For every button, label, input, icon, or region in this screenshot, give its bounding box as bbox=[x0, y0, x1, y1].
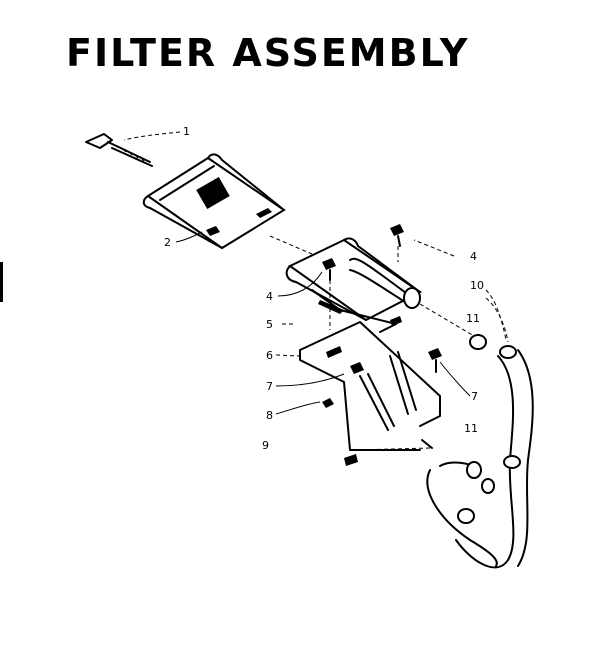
callout-5: 5 bbox=[266, 318, 273, 331]
callout-9: 9 bbox=[262, 439, 269, 452]
part-6-mounting-bracket bbox=[299, 316, 441, 451]
callout-7-right: 7 bbox=[471, 390, 478, 403]
part-8-nut bbox=[322, 398, 334, 408]
leader-lines bbox=[123, 131, 507, 415]
part-7-bolt-left bbox=[350, 362, 395, 431]
callout-4-left: 4 bbox=[266, 290, 273, 303]
callout-10: 10 bbox=[470, 279, 484, 292]
callout-1: 1 bbox=[183, 125, 190, 138]
part-4-screw-left bbox=[322, 258, 336, 281]
part-11-hose-clamp-upper bbox=[469, 334, 487, 350]
part-10-hose bbox=[426, 345, 534, 569]
part-11-hose-clamp-lower bbox=[466, 461, 495, 494]
callout-2: 2 bbox=[164, 236, 171, 249]
part-4-filter-housing bbox=[285, 237, 422, 333]
callout-11-upper: 11 bbox=[466, 312, 480, 325]
assembly-lines bbox=[269, 235, 509, 451]
callout-11-lower: 11 bbox=[464, 422, 478, 435]
part-9-clip bbox=[344, 439, 433, 466]
callout-4-right: 4 bbox=[470, 250, 477, 263]
callout-7-left: 7 bbox=[266, 380, 273, 393]
part-7-bolt-right bbox=[428, 348, 442, 373]
scan-edge-mark bbox=[0, 262, 3, 302]
callout-6: 6 bbox=[266, 349, 273, 362]
part-4-screw-upper bbox=[390, 224, 404, 247]
callout-8: 8 bbox=[266, 409, 273, 422]
page-title: FILTER ASSEMBLY bbox=[66, 31, 470, 75]
part-2-filter-element bbox=[142, 153, 286, 250]
part-1-latch-pin bbox=[85, 133, 153, 167]
